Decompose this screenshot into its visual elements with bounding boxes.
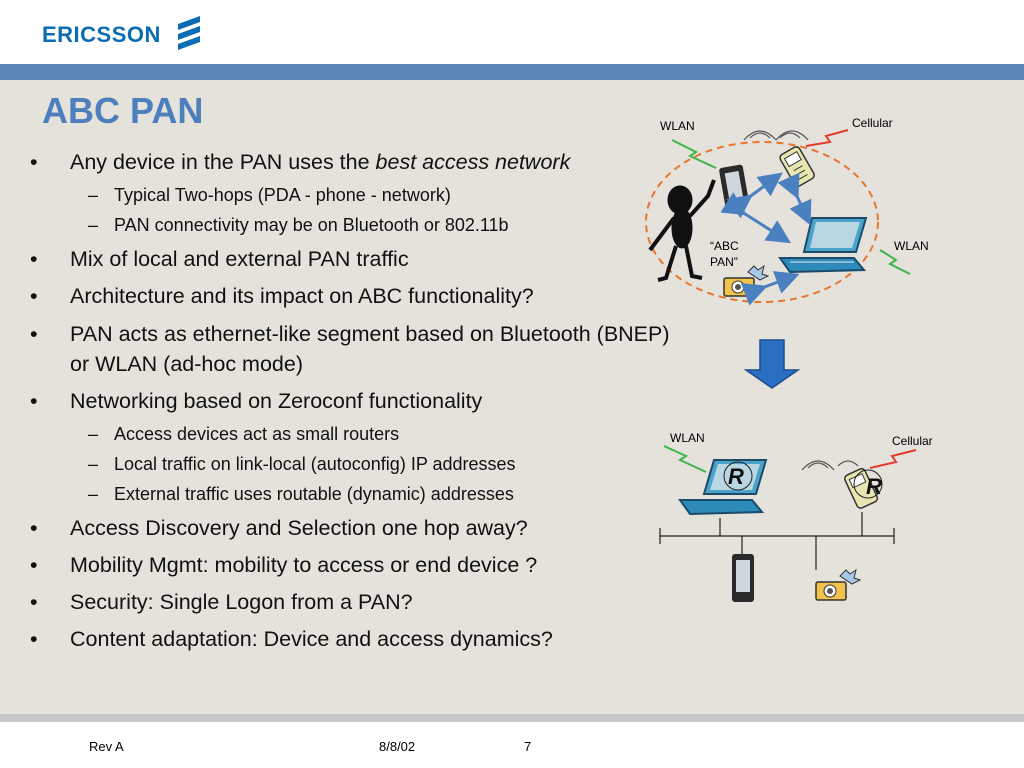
bullet-text: Any device in the PAN uses the [70,150,376,174]
bullet-marker: – [88,424,99,444]
bullet-text: Local traffic on link-local (autoconfig)… [114,454,516,474]
footer-divider [0,714,1024,722]
bullet-marker: • [30,590,38,614]
slide-title: ABC PAN [42,90,204,131]
bullet-item: • Mix of local and external PAN traffic [30,244,670,274]
ethernet-segment [659,512,895,570]
wlan-link-icon [671,139,717,169]
bullet-text: Networking based on Zeroconf functionali… [70,389,483,413]
footer-revision: Rev A [89,739,124,754]
wlan-label-bottom: WLAN [670,431,705,445]
pan-link-arrows [720,172,812,306]
cellular-label-bottom: Cellular [892,434,933,448]
bullet-text: Security: Single Logon from a PAN? [70,590,413,614]
bullet-item: • Any device in the PAN uses the best acc… [30,147,670,177]
bullet-list: • Any device in the PAN uses the best acc… [30,140,670,654]
abc-pan-label-line2: PAN” [710,255,738,269]
bullet-marker: – [88,215,99,235]
bullet-item: • Mobility Mgmt: mobility to access or en… [30,550,670,580]
sub-bullet-item: –PAN connectivity may be on Bluetooth or… [30,213,670,237]
bullet-marker: – [88,484,99,504]
bullet-marker: – [88,185,99,205]
laptop-router-icon [678,459,768,516]
bullet-marker: • [30,322,38,346]
slide-header: ERICSSON [0,0,1024,64]
sub-bullet-item: –Local traffic on link-local (autoconfig… [30,452,670,476]
transform-down-arrow-icon [743,339,801,389]
camera-bottom-icon [815,568,862,601]
bullet-item: • Access Discovery and Selection one hop … [30,513,670,543]
bullet-marker: • [30,389,38,413]
footer-page-number: 7 [524,739,532,754]
bullet-text: Architecture and its impact on ABC funct… [70,284,534,308]
bullet-text: Mobility Mgmt: mobility to access or end… [70,553,538,577]
slide-body [0,80,1024,714]
cellular-label-top: Cellular [852,116,893,130]
bullet-marker: • [30,150,38,174]
abc-pan-label-line1: “ABC [710,239,739,253]
bullet-marker: – [88,454,99,474]
router-label-1: R [728,464,744,489]
bullet-text: Content adaptation: Device and access dy… [70,627,553,651]
pan-boundary [645,141,879,303]
bullet-text: PAN acts as ethernet-like segment based … [70,322,670,376]
laptop-icon [778,217,868,274]
radio-waves-icon [743,130,809,141]
bullet-text: Mix of local and external PAN traffic [70,247,409,271]
pan-diagram: WLAN Cellular WLAN “ABC PA [645,116,933,602]
cellular-link-icon [805,129,849,147]
bullet-marker: • [30,553,38,577]
sub-bullet-item: –External traffic uses routable (dynamic… [30,482,670,506]
ericsson-logo-icon [178,16,200,50]
bullet-emphasis: best access network [375,150,571,174]
bullet-item: • Networking based on Zeroconf functional… [30,386,670,416]
bullet-text: PAN connectivity may be on Bluetooth or … [114,215,509,235]
ericsson-logo-text: ERICSSON [42,22,161,47]
bullet-item: • Architecture and its impact on ABC func… [30,281,670,311]
pda-bottom-icon [732,554,754,602]
slide-footer: Rev A 8/8/02 7 [0,722,1024,768]
bullet-text: Typical Two-hops (PDA - phone - network) [114,185,451,205]
wlan-label-right: WLAN [894,239,929,253]
sub-bullet-item: –Access devices act as small routers [30,422,670,446]
cellular-link-bottom-icon [869,449,917,469]
bullet-marker: • [30,516,38,540]
router-label-2: R [866,474,882,499]
wlan-link-bottom-icon [663,445,707,473]
footer-date: 8/8/02 [379,739,416,754]
bullet-text: Access devices act as small routers [114,424,400,444]
user-figure-icon [648,179,716,282]
bullet-item: • Content adaptation: Device and access d… [30,624,670,654]
pda-icon [719,164,749,208]
sub-bullet-item: –Typical Two-hops (PDA - phone - network… [30,183,670,207]
mobile-phone-icon [779,146,815,187]
bullet-marker: • [30,284,38,308]
wlan-link-right-icon [879,249,911,275]
bullet-marker: • [30,247,38,271]
bullet-item: • Security: Single Logon from a PAN? [30,587,670,617]
bullet-item: • PAN acts as ethernet-like segment based… [30,319,670,379]
bullet-marker: • [30,627,38,651]
wlan-label-top-left: WLAN [660,119,695,133]
radio-waves-bottom-icon [801,460,859,471]
bullet-text: Access Discovery and Selection one hop a… [70,516,528,540]
bullet-text: External traffic uses routable (dynamic)… [114,484,514,504]
header-bar [0,64,1024,80]
